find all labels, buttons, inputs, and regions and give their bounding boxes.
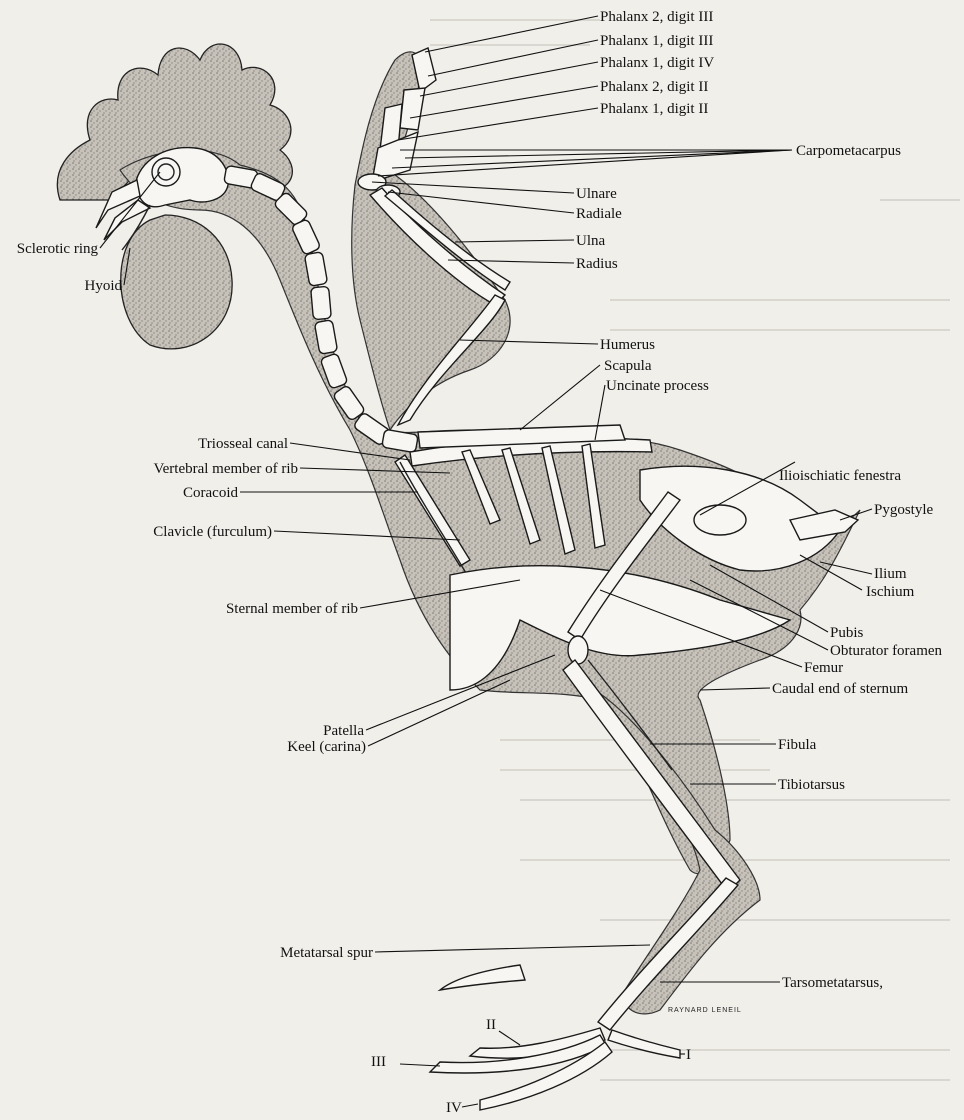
label-ulnare: Ulnare	[576, 186, 617, 202]
label-radius: Radius	[576, 256, 618, 272]
label-digit-ii: II	[486, 1017, 496, 1033]
fenestra-shape	[694, 505, 746, 535]
label-phalanx2-digit3: Phalanx 2, digit III	[600, 9, 713, 25]
sclerotic-ring-shape	[152, 158, 180, 186]
label-sclerotic-ring: Sclerotic ring	[17, 241, 99, 257]
label-femur: Femur	[804, 660, 843, 676]
label-caudal-end-of-sternum: Caudal end of sternum	[772, 681, 909, 697]
label-pygostyle: Pygostyle	[874, 502, 934, 518]
label-keel: Keel (carina)	[287, 739, 366, 755]
label-fibula: Fibula	[778, 737, 817, 753]
label-patella: Patella	[323, 723, 364, 739]
label-tibiotarsus: Tibiotarsus	[778, 777, 845, 793]
label-ilioischiatic-fenestra: Ilioischiatic fenestra	[779, 468, 901, 484]
label-scapula: Scapula	[604, 358, 652, 374]
label-phalanx1-digit2: Phalanx 1, digit II	[600, 101, 708, 117]
label-uncinate-process: Uncinate process	[606, 378, 709, 394]
label-coracoid: Coracoid	[183, 485, 238, 501]
label-obturator-foramen: Obturator foramen	[830, 643, 943, 659]
artist-signature: RAYNARD LENEIL	[668, 1007, 742, 1014]
label-metatarsal-spur: Metatarsal spur	[280, 945, 373, 961]
label-digit-iv: IV	[446, 1100, 462, 1116]
label-clavicle: Clavicle (furculum)	[153, 524, 272, 540]
spur-shape	[440, 965, 525, 990]
label-sternal-member-of-rib: Sternal member of rib	[226, 601, 358, 617]
label-phalanx1-digit4: Phalanx 1, digit IV	[600, 55, 714, 71]
label-ulna: Ulna	[576, 233, 606, 249]
label-triosseal-canal: Triosseal canal	[198, 436, 288, 452]
label-digit-iii: III	[371, 1054, 386, 1070]
label-digit-i: I	[686, 1047, 691, 1063]
label-vertebral-member-of-rib: Vertebral member of rib	[153, 461, 298, 477]
label-tarsometatarsus: Tarsometatarsus,	[782, 975, 883, 991]
label-ischium: Ischium	[866, 584, 915, 600]
label-hyoid: Hyoid	[85, 278, 123, 294]
label-ilium: Ilium	[874, 566, 907, 582]
wattle	[121, 215, 232, 349]
label-pubis: Pubis	[830, 625, 864, 641]
label-phalanx2-digit2: Phalanx 2, digit II	[600, 79, 708, 95]
label-humerus: Humerus	[600, 337, 655, 353]
label-carpometacarpus: Carpometacarpus	[796, 143, 901, 159]
label-phalanx1-digit3: Phalanx 1, digit III	[600, 33, 713, 49]
label-radiale: Radiale	[576, 206, 622, 222]
